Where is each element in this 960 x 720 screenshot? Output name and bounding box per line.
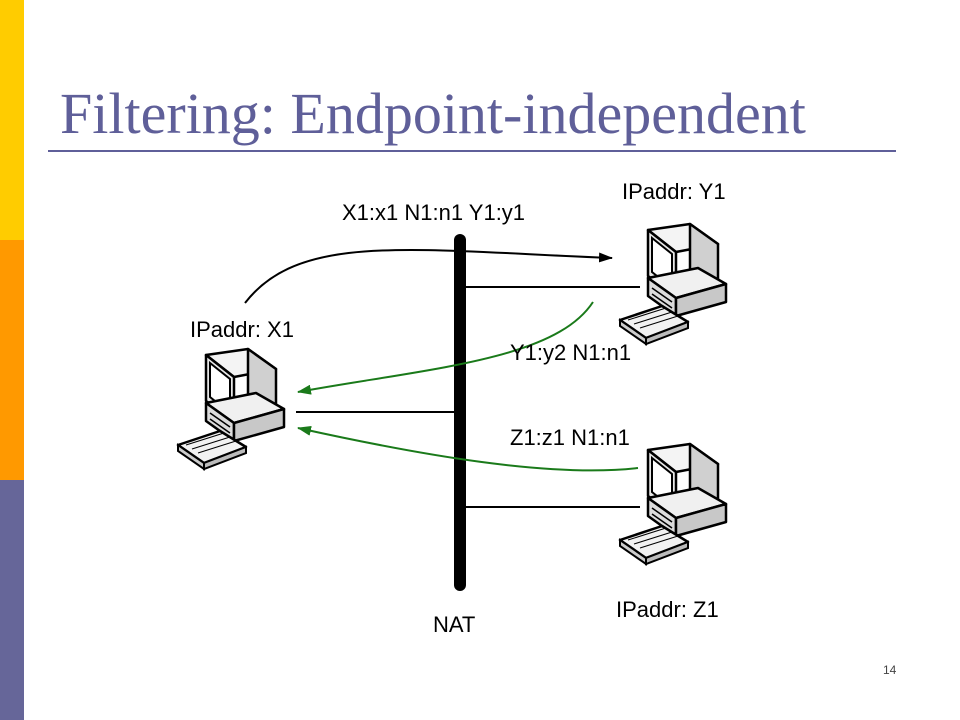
slide-title: Filtering: Endpoint-independent <box>60 81 806 146</box>
inbound-z1-packet-label: Z1:z1 N1:n1 <box>510 425 630 450</box>
desktop-computer-icon <box>618 442 728 566</box>
outbound-arrow <box>244 248 613 304</box>
slide-number: 14 <box>883 663 897 677</box>
accent-stripe-top <box>0 0 24 240</box>
host-z1-label: IPaddr: Z1 <box>616 597 719 622</box>
desktop-computer-icon <box>176 347 286 471</box>
inbound-y1-packet-label: Y1:y2 N1:n1 <box>510 340 632 365</box>
inbound-arrow-from-z1 <box>297 425 639 472</box>
desktop-computer-icon <box>618 222 728 346</box>
outbound-packet-label: X1:x1 N1:n1 Y1:y1 <box>342 200 526 225</box>
accent-stripe-bottom <box>0 480 24 720</box>
title-rule <box>48 150 896 152</box>
host-x1-label: IPaddr: X1 <box>190 317 294 342</box>
host-y1-label: IPaddr: Y1 <box>622 179 726 204</box>
nat-label: NAT <box>433 612 476 637</box>
accent-stripe-middle <box>0 240 24 480</box>
inbound-arrow-from-y1 <box>297 301 594 395</box>
